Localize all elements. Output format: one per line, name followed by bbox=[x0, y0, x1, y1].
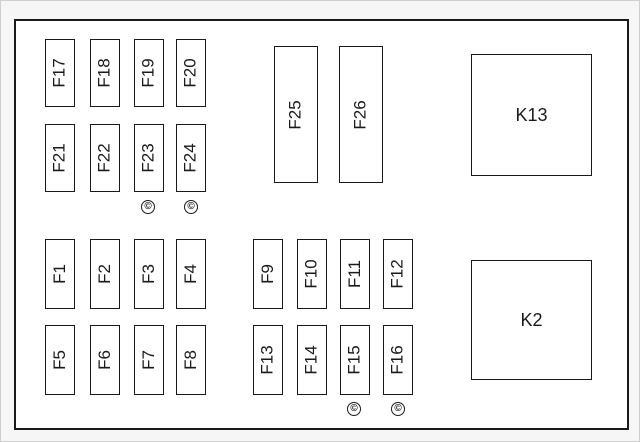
fuse-f8: F8 bbox=[176, 325, 206, 395]
fuse-label: F21 bbox=[50, 143, 70, 173]
fuse-label: F22 bbox=[95, 143, 115, 173]
fuse-f12: F12 bbox=[383, 239, 413, 309]
fuse-label: F8 bbox=[181, 350, 200, 370]
fuse-f15: F15 bbox=[340, 325, 370, 395]
fuse-f10: F10 bbox=[297, 239, 327, 309]
fuse-label: F9 bbox=[258, 264, 277, 284]
fuse-label: F18 bbox=[95, 58, 115, 88]
copyright-mark-f16: © bbox=[391, 402, 405, 416]
relay-label: K2 bbox=[520, 309, 543, 330]
fuse-label: F1 bbox=[50, 264, 69, 284]
fuse-f13: F13 bbox=[253, 325, 283, 395]
fuse-f26: F26 bbox=[339, 46, 383, 183]
fuse-f6: F6 bbox=[90, 325, 120, 395]
fuse-label: F17 bbox=[50, 58, 70, 88]
fuse-label: F4 bbox=[181, 264, 200, 284]
fuse-label: F20 bbox=[181, 58, 201, 88]
copyright-mark-f23: © bbox=[141, 200, 155, 214]
fuse-f24: F24 bbox=[176, 124, 206, 192]
fuse-f11: F11 bbox=[340, 239, 370, 309]
fuse-label: F23 bbox=[139, 143, 159, 173]
fuse-label: F5 bbox=[50, 350, 69, 370]
fuse-f20: F20 bbox=[176, 39, 206, 107]
fuse-f14: F14 bbox=[297, 325, 327, 395]
fuse-label: F12 bbox=[388, 259, 408, 289]
copyright-mark-f24: © bbox=[184, 200, 198, 214]
fuse-label: F10 bbox=[302, 259, 322, 289]
fuse-label: F19 bbox=[139, 58, 159, 88]
fuse-label: F11 bbox=[345, 259, 365, 289]
fuse-f5: F5 bbox=[45, 325, 75, 395]
fuse-label: F14 bbox=[302, 345, 322, 375]
fuse-f9: F9 bbox=[253, 239, 283, 309]
fuse-label: F24 bbox=[181, 143, 201, 173]
copyright-mark-f15: © bbox=[347, 402, 361, 416]
fuse-label: F25 bbox=[285, 99, 305, 130]
fuse-label: F6 bbox=[95, 350, 114, 370]
fuse-label: F26 bbox=[350, 99, 370, 130]
fuse-f21: F21 bbox=[45, 124, 75, 192]
fuse-label: F2 bbox=[95, 264, 114, 284]
fuse-f25: F25 bbox=[274, 46, 318, 183]
relay-k13: K13 bbox=[471, 54, 592, 176]
fuse-f23: F23 bbox=[134, 124, 164, 192]
fuse-f1: F1 bbox=[45, 239, 75, 309]
relay-k2: K2 bbox=[471, 260, 592, 380]
fuse-label: F13 bbox=[258, 345, 278, 375]
fuse-f19: F19 bbox=[134, 39, 164, 107]
fuse-f2: F2 bbox=[90, 239, 120, 309]
fuse-label: F7 bbox=[139, 350, 158, 370]
fuse-f17: F17 bbox=[45, 39, 75, 107]
fuse-label: F3 bbox=[139, 264, 158, 284]
fuse-label: F15 bbox=[345, 345, 365, 375]
fuse-f7: F7 bbox=[134, 325, 164, 395]
relay-label: K13 bbox=[515, 104, 548, 125]
fuse-f3: F3 bbox=[134, 239, 164, 309]
fuse-f4: F4 bbox=[176, 239, 206, 309]
fuse-f18: F18 bbox=[90, 39, 120, 107]
fuse-f16: F16 bbox=[383, 325, 413, 395]
fuse-f22: F22 bbox=[90, 124, 120, 192]
fuse-label: F16 bbox=[388, 345, 408, 375]
